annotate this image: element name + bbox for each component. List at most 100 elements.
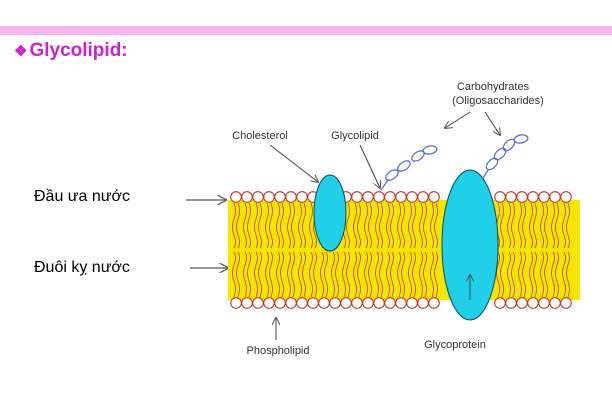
lipid-tail-lower [412, 251, 416, 298]
phospholipid-head [340, 297, 352, 309]
phospholipid-heads-top [230, 191, 572, 203]
phospholipid-head [428, 191, 440, 203]
lipid-tail-upper [518, 202, 522, 249]
phospholipid-head [252, 191, 264, 203]
phospholipid-head [384, 297, 396, 309]
lipid-tail-lower [302, 251, 306, 298]
lipid-tail-upper [298, 202, 302, 249]
lipid-tail-lower [430, 251, 434, 298]
phospholipid-head [285, 191, 297, 203]
phospholipid-head [230, 191, 242, 203]
glycolipid-label: Glycolipid [331, 130, 379, 142]
lipid-tail-upper [276, 202, 280, 249]
lipid-tail-lower [309, 251, 313, 298]
slide-heading: ❖ Glycolipid: [14, 40, 128, 62]
lipid-tail-lower [291, 251, 295, 298]
lipid-tail-lower [368, 251, 372, 298]
lipid-tail-lower [529, 251, 533, 298]
lipid-tail-upper [364, 202, 368, 249]
phospholipid-head [362, 191, 374, 203]
phospholipid-head [560, 191, 572, 203]
phospholipid-head [241, 191, 253, 203]
lipid-tail-lower [500, 251, 504, 298]
phospholipid-head [351, 297, 363, 309]
lipid-tail-upper [511, 202, 515, 249]
carbohydrates-label: Carbohydrates [457, 81, 530, 93]
lipid-tail-lower [298, 251, 302, 298]
phospholipid-head [274, 191, 286, 203]
lipid-tail-lower [434, 251, 438, 298]
lipid-tail-lower [280, 251, 284, 298]
lipid-tail-upper [544, 202, 548, 249]
phospholipid-head [241, 297, 253, 309]
phospholipid-head [373, 191, 385, 203]
cholesterol-shape [313, 174, 347, 252]
lipid-tail-upper [287, 202, 291, 249]
lipid-tail-lower [236, 251, 240, 298]
lipid-tail-upper [232, 202, 236, 249]
lipid-tail-upper [379, 202, 383, 249]
lipid-tail-upper [434, 202, 438, 249]
phospholipid-head [263, 191, 275, 203]
glycoprotein-sugar-chain [481, 134, 529, 181]
glycolipid-pointer [359, 144, 380, 188]
lipid-tail-upper [401, 202, 405, 249]
lipid-tail-lower [265, 251, 269, 298]
phospholipid-head [362, 297, 374, 309]
carbohydrate-pointer-left [445, 111, 471, 128]
hydrophobic-tail-label: Đuôi kỵ nước [34, 259, 130, 276]
phospholipid-head [505, 297, 517, 309]
phospholipid-head [417, 297, 429, 309]
lipid-tail-upper [265, 202, 269, 249]
lipid-tail-lower [254, 251, 258, 298]
phospholipid-head [549, 191, 561, 203]
lipid-tail-upper [430, 202, 434, 249]
lipid-tail-upper [412, 202, 416, 249]
phospholipid-head [428, 297, 440, 309]
lipid-tail-lower [511, 251, 515, 298]
lipid-tail-upper [551, 202, 555, 249]
lipid-tail-lower [408, 251, 412, 298]
phospholipid-label: Phospholipid [247, 345, 310, 357]
lipid-tail-upper [302, 202, 306, 249]
phospholipid-head [351, 191, 363, 203]
diamond-bullet-icon: ❖ [14, 43, 28, 60]
glycolipid-sugar-chain [380, 145, 438, 191]
lipid-tail-lower [522, 251, 526, 298]
lipid-tail-lower [342, 251, 346, 298]
carbohydrate-pointer-right [484, 111, 500, 135]
lipid-tail-upper [562, 202, 566, 249]
phospholipid-head [329, 297, 341, 309]
lipid-tail-lower [390, 251, 394, 298]
phospholipid-heads-bottom [230, 297, 572, 309]
glycoprotein-label: Glycoprotein [424, 339, 486, 351]
lipid-tail-upper [533, 202, 537, 249]
lipid-tail-lower [331, 251, 335, 298]
lipid-tail-upper [357, 202, 361, 249]
lipid-tail-lower [419, 251, 423, 298]
lipid-tail-lower [357, 251, 361, 298]
lipid-tail-upper [529, 202, 533, 249]
phospholipid-head [296, 191, 308, 203]
phospholipid-head [516, 297, 528, 309]
lipid-tail-upper [419, 202, 423, 249]
lipid-tail-upper [291, 202, 295, 249]
lipid-tail-lower [287, 251, 291, 298]
lipid-tail-upper [243, 202, 247, 249]
phospholipid-head [263, 297, 275, 309]
lipid-tail-upper [269, 202, 273, 249]
phospholipid-head [285, 297, 297, 309]
glycoprotein-shape [441, 169, 499, 321]
lipid-tail-upper [397, 202, 401, 249]
lipid-tail-upper [522, 202, 526, 249]
phospholipid-head [494, 297, 506, 309]
lipid-tail-lower [335, 251, 339, 298]
lipid-tail-lower [269, 251, 273, 298]
lipid-tail-upper [500, 202, 504, 249]
lipid-tail-upper [236, 202, 240, 249]
lipid-tail-upper [346, 202, 350, 249]
phospholipid-head [549, 297, 561, 309]
lipid-tail-lower [401, 251, 405, 298]
phospholipid-head [538, 297, 550, 309]
lipid-tail-upper [555, 202, 559, 249]
